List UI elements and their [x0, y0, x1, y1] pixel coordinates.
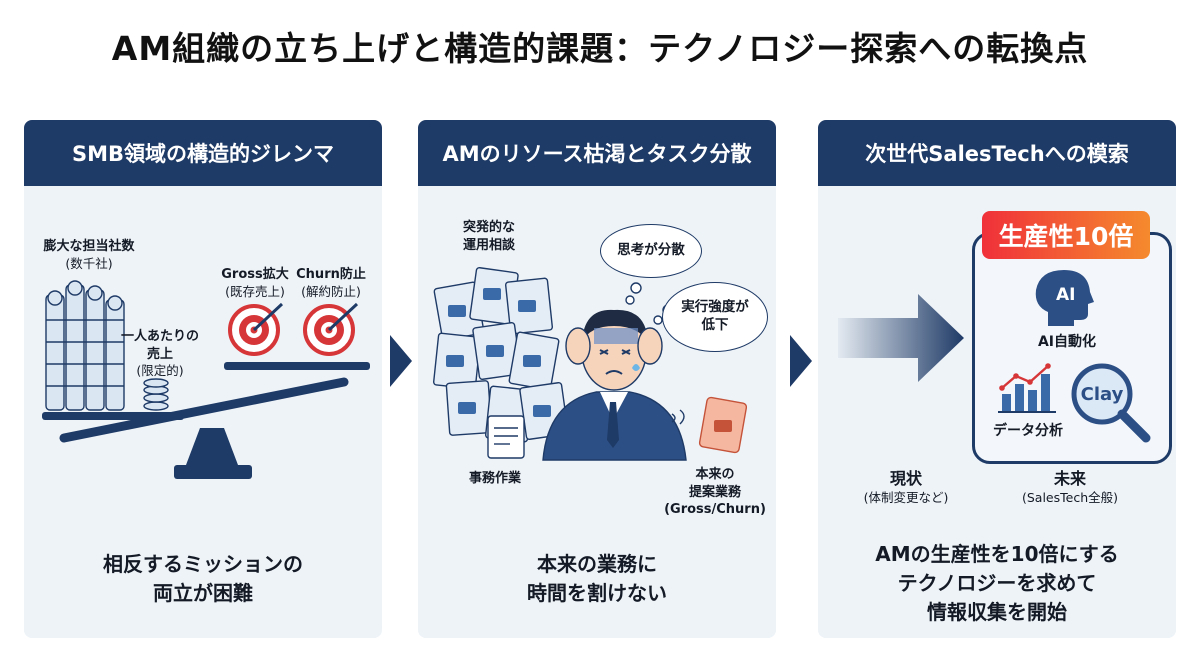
panel-caption: 本来の業務に 時間を割けない — [527, 552, 667, 605]
current-state-label: 現状 (体制変更など) — [863, 469, 949, 505]
gross-label: Gross拡大 (既存売上) — [221, 267, 289, 299]
panel-header: 次世代SalesTechへの模索 — [818, 120, 1176, 186]
revenue-per-account-label: 一人あたりの 売上 (限定的) — [120, 329, 199, 379]
thought-bubble-scattered: 思考が分散 — [600, 224, 702, 278]
churn-label: Churn防止 (解約防止) — [296, 267, 366, 299]
arrow-right-icon — [790, 335, 812, 387]
consultation-label: 突発的な 運用相談 — [462, 220, 515, 253]
ai-head-text: AI — [1056, 285, 1075, 305]
gross-target-icon — [228, 302, 284, 356]
stressed-person-icon — [542, 309, 687, 461]
document-pile-icon — [432, 267, 569, 443]
panel-header: SMB領域の構造的ジレンマ — [24, 120, 382, 186]
churn-target-icon — [303, 302, 359, 356]
ai-head-icon: AI — [1035, 270, 1094, 326]
ai-automation-label: AI自動化 — [1037, 334, 1097, 350]
accounts-label: 膨大な担当社数 (数千社) — [43, 239, 135, 271]
arrow-right-icon — [390, 335, 412, 387]
panel-caption: AMの生産性を10倍にする テクノロジーを求めて 情報収集を開始 — [875, 542, 1119, 624]
scale-icon — [42, 362, 370, 479]
productivity-badge: 生産性10倍 — [982, 211, 1150, 259]
briefcase-icon — [446, 288, 551, 417]
data-analysis-label: データ分析 — [993, 423, 1063, 439]
overwhelmed-person-illustration — [432, 267, 748, 461]
account-stacks-icon — [45, 280, 125, 411]
proposal-work-label: 本来の 提案業務 (Gross/Churn) — [664, 467, 766, 518]
page-title: AM組織の立ち上げと構造的課題：テクノロジー探索への転換点 — [111, 29, 1089, 68]
balance-scale-illustration — [42, 280, 370, 479]
coin-stack-icon — [143, 378, 169, 411]
panel-caption: 相反するミッションの 両立が困難 — [103, 552, 303, 605]
magnifier-icon — [1071, 363, 1151, 443]
document-pen-icon — [487, 415, 525, 459]
analytics-chart-icon — [998, 363, 1056, 413]
big-arrow-icon — [838, 294, 964, 382]
clay-logo-text: Clay — [1080, 384, 1124, 405]
proposal-document-icon — [671, 396, 748, 454]
future-state-label: 未来 (SalesTech全般) — [1021, 469, 1119, 505]
admin-work-label: 事務作業 — [468, 471, 521, 486]
panel-header: AMのリソース枯渇とタスク分散 — [418, 120, 776, 186]
thought-bubble-intensity: 実行強度が低下 — [662, 282, 768, 352]
